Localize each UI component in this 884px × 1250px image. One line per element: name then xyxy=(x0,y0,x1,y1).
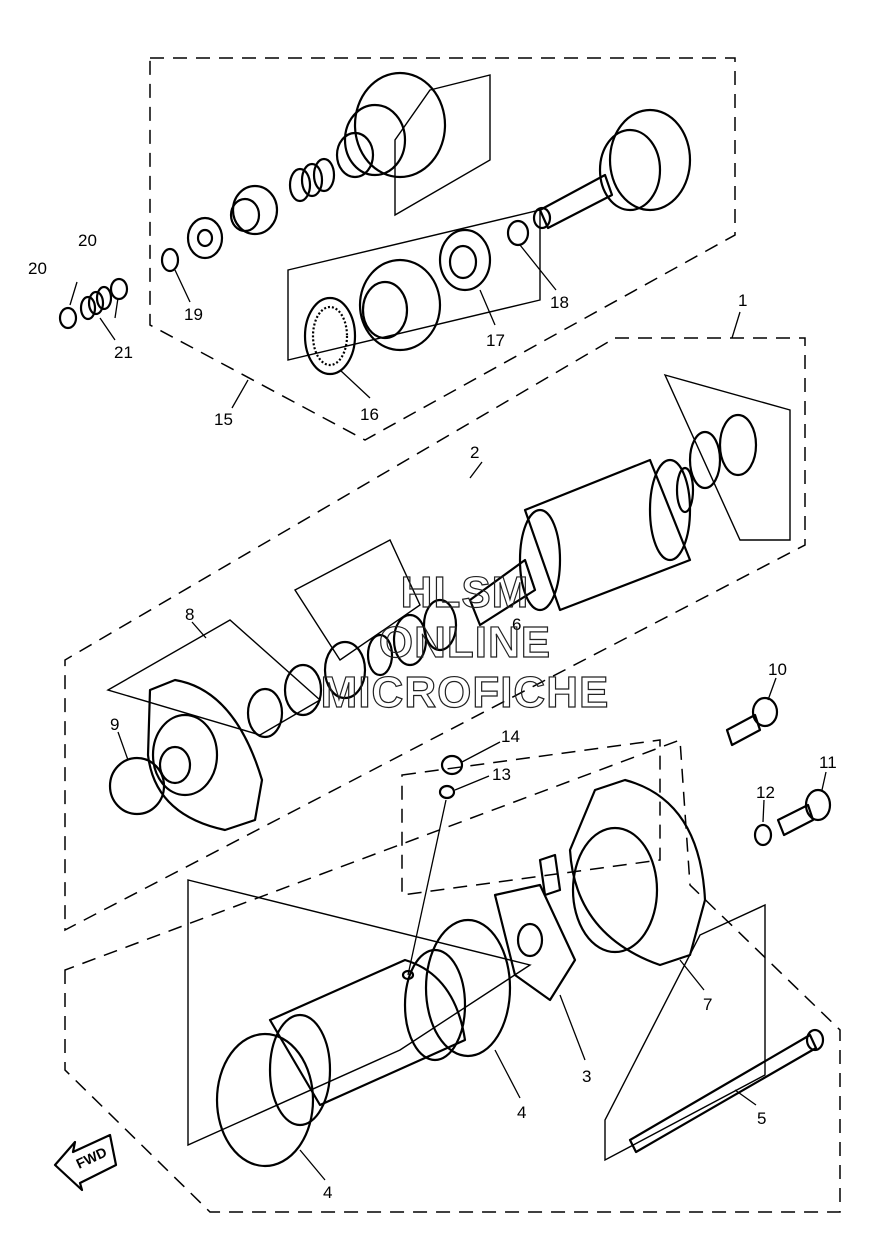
part-label-3: 3 xyxy=(582,1067,591,1086)
front-cover xyxy=(146,678,264,832)
needle-bearing xyxy=(303,296,357,376)
part-label-5: 5 xyxy=(757,1109,766,1128)
part-label-11: 11 xyxy=(819,753,837,772)
part-label-20a: 20 xyxy=(28,259,47,278)
o-ring-9 xyxy=(108,756,166,816)
rear-cover xyxy=(568,778,707,967)
part-label-4a: 4 xyxy=(517,1103,526,1122)
brush-plate-small xyxy=(323,640,367,700)
yoke-bracket xyxy=(187,879,532,1147)
watermark-line-1: HLSM xyxy=(401,568,530,617)
clutch-assembly xyxy=(335,71,447,179)
bolt-11 xyxy=(776,803,815,837)
through-bolt-5-head xyxy=(805,1028,825,1052)
pinion-shaft xyxy=(532,108,692,230)
drive-assembly-bracket xyxy=(394,74,491,217)
fwd-label: FWD xyxy=(74,1144,110,1172)
oil-seal xyxy=(283,663,323,717)
brush-holder xyxy=(493,853,577,1002)
washer-6c xyxy=(366,633,394,677)
part-label-21: 21 xyxy=(114,343,133,362)
part-label-7: 7 xyxy=(703,995,712,1014)
part-label-20b: 20 xyxy=(78,231,97,250)
through-bolt-5 xyxy=(628,1033,818,1154)
front-bearing xyxy=(246,687,284,739)
main-housing-outline xyxy=(64,738,841,1213)
washer-13 xyxy=(438,784,456,800)
part-label-6: 6 xyxy=(512,615,521,634)
bolt-10-head xyxy=(751,696,779,728)
watermark-line-3: MICROFICHE xyxy=(321,668,610,717)
circlip-19 xyxy=(160,247,180,273)
part-label-1: 1 xyxy=(738,291,747,310)
washer-12 xyxy=(753,823,773,847)
armature xyxy=(468,458,695,627)
lock-plate xyxy=(438,228,492,292)
sleeve xyxy=(229,184,279,236)
gasket-4a xyxy=(424,918,512,1058)
shim-a xyxy=(688,430,722,490)
leader-lines xyxy=(69,244,827,1181)
group-13-14-outline xyxy=(401,739,661,896)
washers-bracket xyxy=(293,539,421,661)
washer-20b xyxy=(109,277,129,301)
part-label-15: 15 xyxy=(214,410,233,429)
part-label-16: 16 xyxy=(360,405,379,424)
bolt-11-head xyxy=(804,788,832,822)
group-1-outline xyxy=(64,337,806,932)
bolt-bracket xyxy=(604,903,766,1162)
yoke xyxy=(268,948,467,1127)
forward-arrow-icon: FWD xyxy=(53,1133,118,1192)
part-label-10: 10 xyxy=(768,660,787,679)
watermark-line-2: ONLINE xyxy=(379,618,551,667)
shims-bracket xyxy=(663,373,791,541)
part-label-12: 12 xyxy=(756,783,775,802)
part-label-13: 13 xyxy=(492,765,511,784)
group-15-outline xyxy=(149,57,736,441)
spring xyxy=(288,157,336,203)
part-label-14: 14 xyxy=(501,727,520,746)
part-label-4b: 4 xyxy=(323,1183,332,1202)
part-label-19: 19 xyxy=(184,305,203,324)
nut-14 xyxy=(440,754,464,776)
bearing-bracket xyxy=(287,209,541,361)
part-label-8: 8 xyxy=(185,605,194,624)
collar xyxy=(186,216,224,260)
part-label-17: 17 xyxy=(486,331,505,350)
bearing-housing xyxy=(358,258,442,352)
spring-21 xyxy=(79,285,113,321)
circlip-18 xyxy=(506,219,530,247)
washer-6b xyxy=(392,613,428,667)
shim-b xyxy=(718,413,758,477)
gasket-4b xyxy=(215,1032,315,1168)
part-label-2: 2 xyxy=(470,443,479,462)
part-label-18: 18 xyxy=(550,293,569,312)
part-label-9: 9 xyxy=(110,715,119,734)
washer-20a xyxy=(58,306,78,330)
bolt-10 xyxy=(725,713,762,747)
